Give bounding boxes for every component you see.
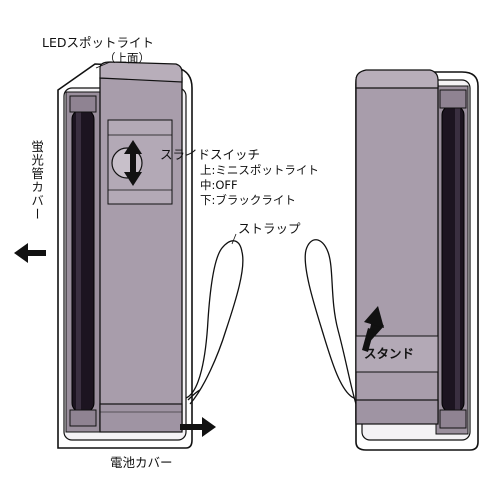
label-top-side: （上面） <box>104 51 150 65</box>
label-switch-down: 下:ブラックライト <box>200 193 296 207</box>
double-arrow-icon <box>124 140 142 186</box>
label-battery-cover: 電池カバー <box>110 455 173 470</box>
battery-cover <box>99 403 183 433</box>
fluorescent-tube-back <box>441 105 465 413</box>
label-slide-switch: スライドスイッチ <box>160 147 261 162</box>
strap <box>185 239 357 405</box>
label-switch-mid: 中:OFF <box>200 178 238 192</box>
label-strap: ストラップ <box>238 221 301 236</box>
back-view <box>355 69 479 451</box>
front-view <box>14 61 216 449</box>
label-stand: スタンド <box>364 346 415 361</box>
up-arrow-icon <box>362 306 384 352</box>
label-led-spotlight: LEDスポットライト <box>42 35 154 50</box>
fluorescent-tube <box>71 109 95 413</box>
left-arrow-icon <box>14 243 46 263</box>
right-arrow-icon <box>180 417 216 437</box>
label-switch-up: 上:ミニスポットライト <box>200 163 319 177</box>
label-fluorescent-cover: 蛍光管カバー <box>29 140 45 221</box>
